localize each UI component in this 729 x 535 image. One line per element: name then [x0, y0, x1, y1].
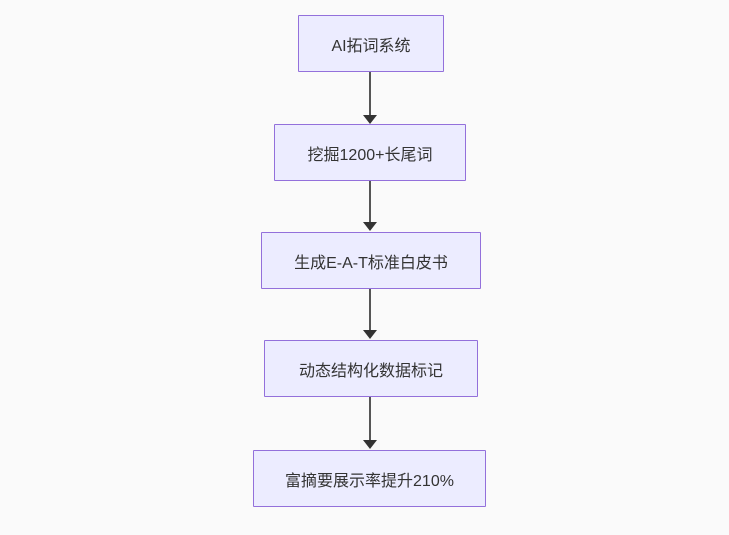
flow-node-ai-word-expansion: AI拓词系统 [298, 15, 444, 72]
flow-node-structured-data-markup: 动态结构化数据标记 [264, 340, 478, 397]
arrowhead-down-icon [363, 115, 377, 124]
flow-node-label: AI拓词系统 [331, 37, 411, 55]
arrowhead-down-icon [363, 330, 377, 339]
flow-node-label: 挖掘1200+长尾词 [307, 146, 433, 164]
edge-line-a-b [369, 72, 371, 116]
flow-node-rich-snippet-result: 富摘要展示率提升210% [253, 450, 486, 507]
flow-node-label: 生成E-A-T标准白皮书 [294, 254, 448, 272]
flow-node-label: 富摘要展示率提升210% [285, 472, 454, 490]
flow-node-eat-whitepaper: 生成E-A-T标准白皮书 [261, 232, 481, 289]
edge-line-c-d [369, 289, 371, 331]
arrowhead-down-icon [363, 222, 377, 231]
edge-line-b-c [369, 181, 371, 223]
flow-node-label: 动态结构化数据标记 [298, 362, 443, 380]
edge-line-d-e [369, 397, 371, 441]
flow-node-longtail-mining: 挖掘1200+长尾词 [274, 124, 466, 181]
arrowhead-down-icon [363, 440, 377, 449]
